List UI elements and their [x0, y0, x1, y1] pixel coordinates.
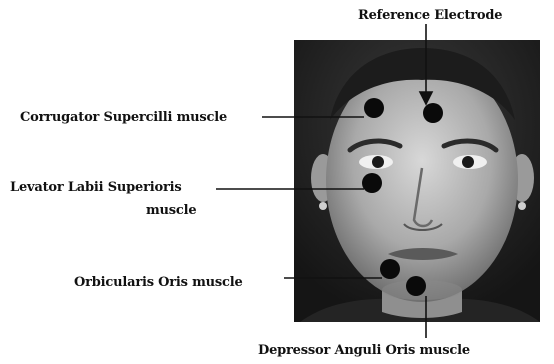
left-earring	[319, 202, 327, 210]
electrode-levator	[362, 173, 382, 193]
electrode-reference	[423, 103, 443, 123]
levator-labii-label-line2: muscle	[146, 203, 196, 218]
right-earring	[518, 202, 526, 210]
depressor-anguli-oris-label: Depressor Anguli Oris muscle	[258, 343, 470, 358]
electrode-depressor	[406, 276, 426, 296]
corrugator-supercilli-label: Corrugator Supercilli muscle	[20, 110, 227, 125]
orbicularis-oris-label: Orbicularis Oris muscle	[74, 275, 243, 290]
levator-labii-label-line1: Levator Labii Superioris	[10, 180, 181, 195]
right-pupil	[462, 156, 474, 168]
left-pupil	[372, 156, 384, 168]
electrode-orbicularis	[380, 259, 400, 279]
reference-electrode-label: Reference Electrode	[358, 8, 502, 23]
electrode-corrugator	[364, 98, 384, 118]
